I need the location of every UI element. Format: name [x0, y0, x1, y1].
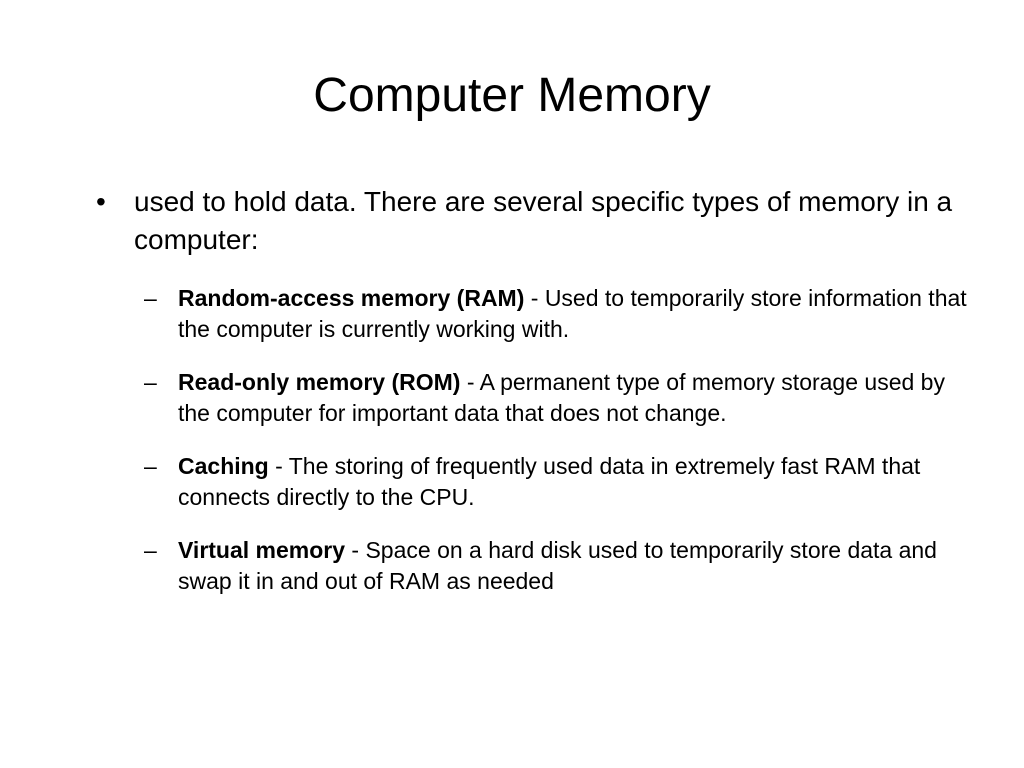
memory-types-list: – Random-access memory (RAM) - Used to t… — [96, 283, 976, 597]
list-item-caching: – Caching - The storing of frequently us… — [144, 451, 976, 513]
list-item-rom: – Read-only memory (ROM) - A permanent t… — [144, 367, 976, 429]
slide-title: Computer Memory — [313, 69, 711, 122]
dash-icon: – — [144, 453, 157, 479]
description-caching: - The storing of frequently used data in… — [178, 453, 921, 510]
description-virtual-memory: - Space on a hard disk used to temporari… — [178, 537, 937, 594]
list-item-ram: – Random-access memory (RAM) - Used to t… — [144, 283, 976, 345]
list-item-virtual-memory: – Virtual memory - Space on a hard disk … — [144, 535, 976, 597]
bullet-icon: • — [96, 186, 106, 217]
bullet-item: • used to hold data. There are several s… — [96, 183, 976, 259]
bullet-text: used to hold data. There are several spe… — [134, 186, 953, 255]
dash-icon: – — [144, 537, 157, 563]
description-rom: - A permanent type of memory storage use… — [178, 369, 945, 426]
term-ram: Random-access memory (RAM) — [178, 285, 525, 311]
term-caching: Caching — [178, 453, 269, 479]
description-ram: - Used to temporarily store information … — [178, 285, 967, 342]
dash-icon: – — [144, 285, 157, 311]
term-virtual-memory: Virtual memory — [178, 537, 346, 563]
term-rom: Read-only memory (ROM) — [178, 369, 461, 395]
dash-icon: – — [144, 369, 157, 395]
slide-body: • used to hold data. There are several s… — [96, 183, 976, 619]
